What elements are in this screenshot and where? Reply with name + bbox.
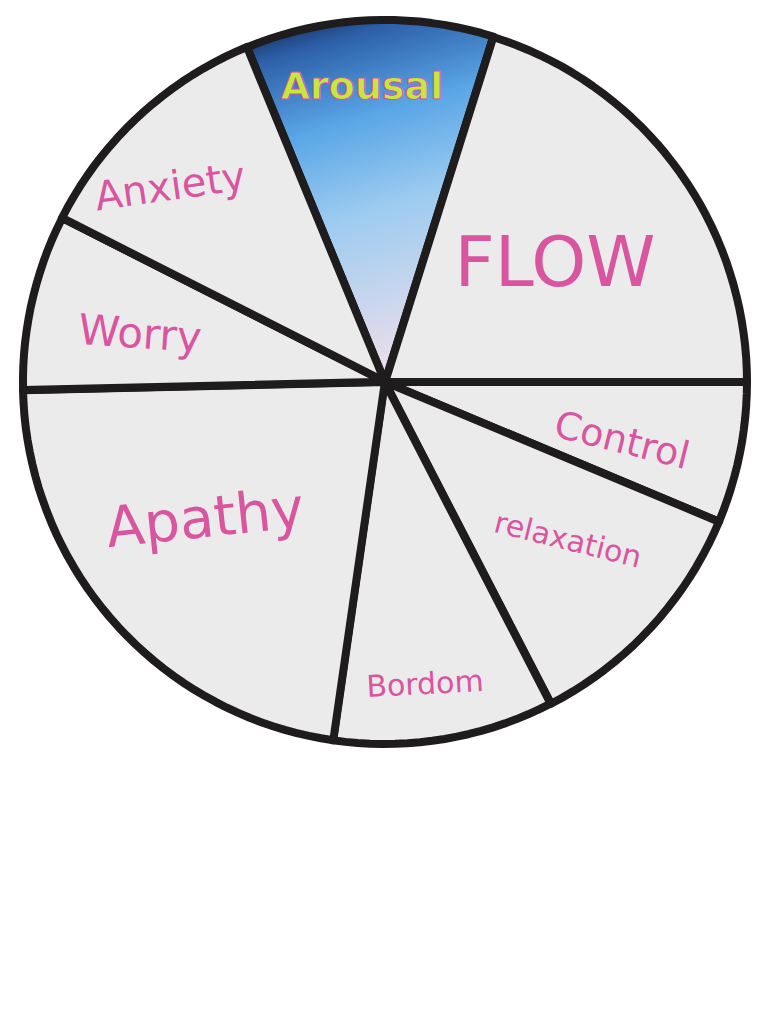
wheel-sector: Apathy (23, 382, 385, 740)
wheel-sector: FLOW (385, 37, 747, 382)
sector-outline (62, 47, 385, 382)
sector-label: FLOW (454, 227, 655, 297)
sector-shape (385, 37, 747, 382)
sector-shape (23, 382, 385, 740)
sector-label: Bordom (366, 666, 485, 702)
sector-label: Arousal (281, 67, 444, 105)
sector-shape (62, 47, 385, 382)
sector-outline (385, 37, 747, 382)
sector-label: Worry (77, 309, 203, 360)
sector-outline (23, 382, 385, 740)
wheel-sector: Anxiety (62, 47, 385, 382)
